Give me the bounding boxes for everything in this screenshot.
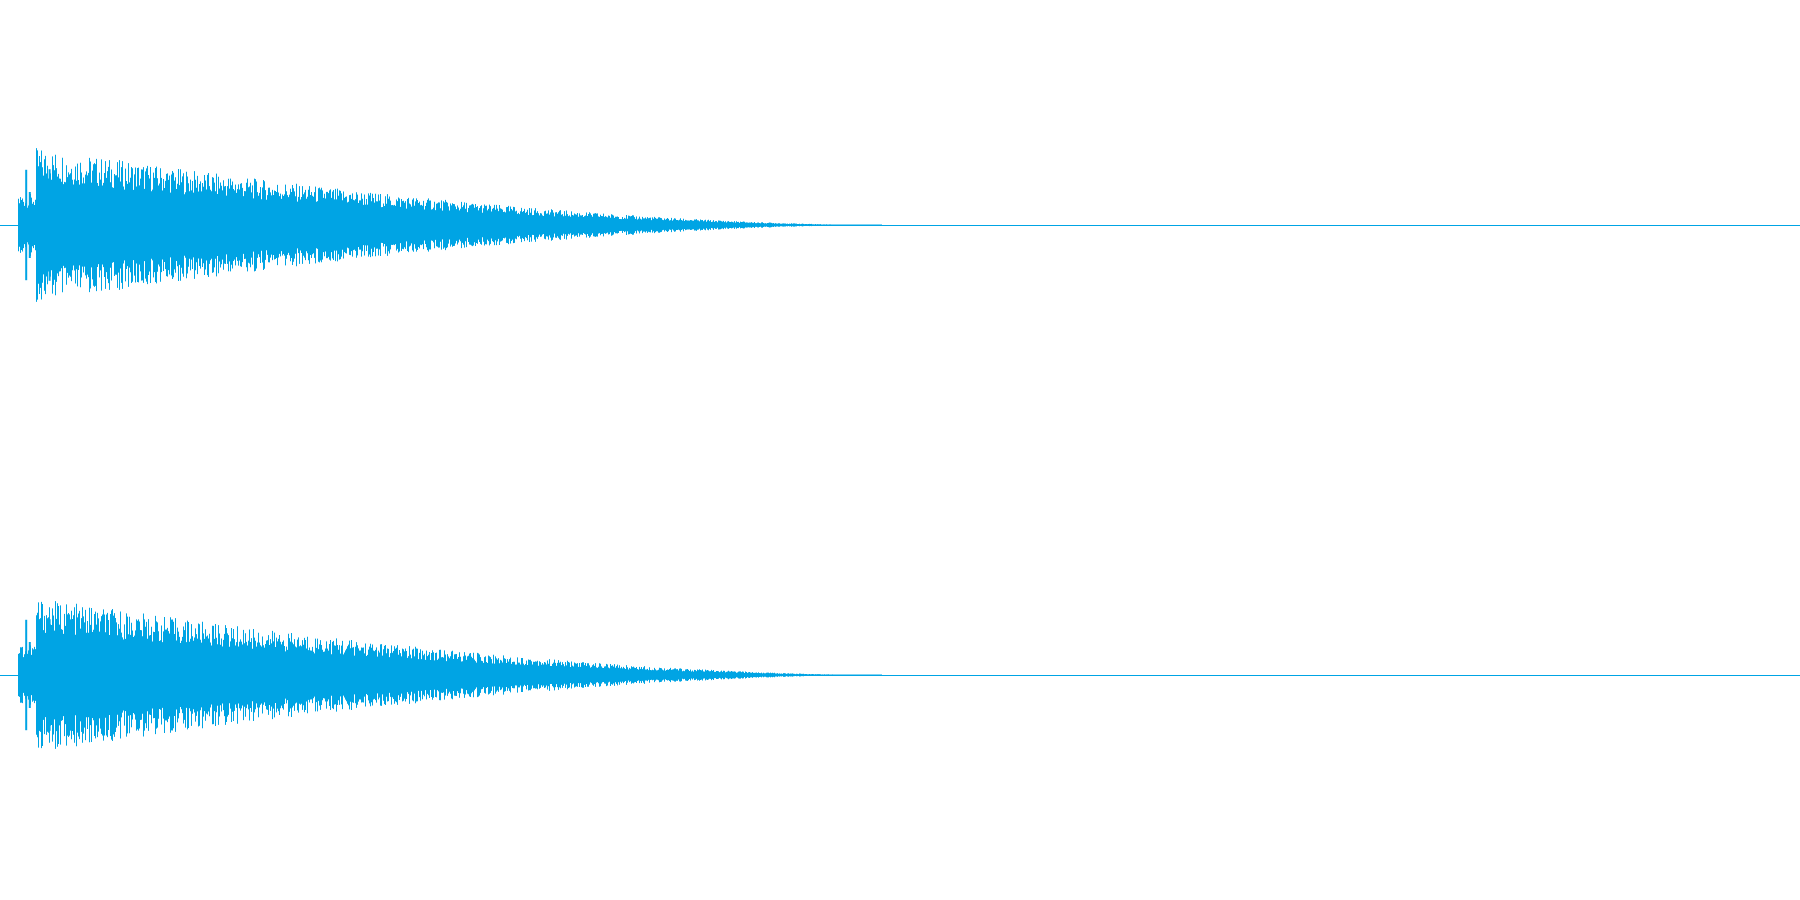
waveform-transient-0: [18, 671, 20, 679]
waveform-transient-0: [18, 221, 20, 229]
waveform-channel-left[interactable]: [0, 0, 1800, 450]
waveform-transient-3: [48, 169, 51, 281]
waveform-left-svg: [0, 148, 1800, 302]
waveform-channel-right[interactable]: [0, 450, 1800, 900]
waveform-transient-1: [25, 169, 28, 281]
waveform-transient-2: [28, 642, 31, 708]
waveform-right-svg: [0, 601, 1800, 749]
waveform-transient-1: [25, 619, 28, 731]
waveform-transient-3: [48, 619, 51, 731]
waveform-transient-2: [28, 192, 31, 258]
waveform-envelope: [18, 148, 882, 302]
waveform-envelope: [18, 601, 882, 749]
